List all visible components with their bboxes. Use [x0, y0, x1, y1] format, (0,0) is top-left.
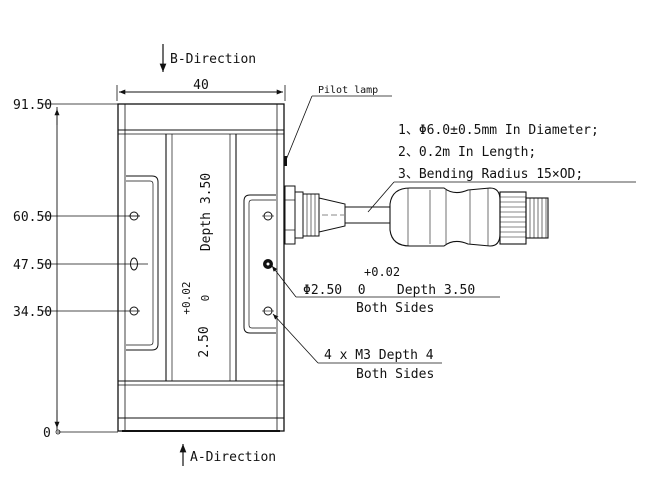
tolerance-vertical-label: +0.02	[180, 281, 193, 314]
y-dim-6050: 60.50	[13, 210, 52, 225]
tolerance-zero-vertical-label: 0	[199, 295, 212, 302]
b-direction-indicator: B-Direction	[159, 44, 256, 72]
note-1: 1、Φ6.0±0.5mm In Diameter;	[398, 123, 599, 138]
right-slot	[243, 194, 276, 334]
height-dimensions: 91.50 60.50 47.50 34.50 0	[13, 98, 148, 441]
hole-callout: +0.02 Φ2.50 0 Depth 3.50 Both Sides	[271, 265, 500, 316]
hole-both-sides-label: Both Sides	[356, 301, 434, 316]
width-dimension: 40	[116, 78, 286, 101]
cable-notes: 1、Φ6.0±0.5mm In Diameter; 2、0.2m In Leng…	[367, 123, 636, 213]
connector-grip	[389, 187, 501, 247]
hole-spec-label: Φ2.50 0 Depth 3.50	[303, 283, 475, 298]
note-2: 2、0.2m In Length;	[398, 145, 536, 160]
thread-both-sides-label: Both Sides	[356, 367, 434, 382]
note-3: 3、Bending Radius 15×OD;	[398, 167, 583, 182]
cable-connector	[284, 185, 549, 247]
sensor-body: Depth 3.50 +0.02 0 2.50	[117, 103, 285, 432]
a-direction-label: A-Direction	[190, 450, 276, 465]
diameter-vertical-label: 2.50	[197, 326, 212, 357]
pilot-lamp-callout: Pilot lamp	[284, 85, 392, 166]
y-dim-4750: 47.50	[13, 258, 52, 273]
depth-vertical-label: Depth 3.50	[199, 173, 214, 251]
pilot-lamp-label: Pilot lamp	[318, 85, 378, 96]
left-slot	[126, 175, 159, 351]
pilot-lamp	[284, 156, 287, 166]
b-direction-label: B-Direction	[170, 52, 256, 67]
thread-callout: 4 x M3 Depth 4 Both Sides	[272, 313, 442, 382]
y-dim-9150: 91.50	[13, 98, 52, 113]
hole-left-middle	[130, 257, 138, 271]
coupling-nut	[499, 191, 527, 245]
y-dim-3450: 34.50	[13, 305, 52, 320]
hole-tolerance-label: +0.02	[364, 265, 400, 279]
width-dimension-label: 40	[193, 78, 209, 93]
hole-left-lower	[129, 306, 139, 316]
y-dim-0: 0	[43, 426, 51, 441]
a-direction-indicator: A-Direction	[179, 444, 276, 466]
thread-spec-label: 4 x M3 Depth 4	[324, 348, 434, 363]
